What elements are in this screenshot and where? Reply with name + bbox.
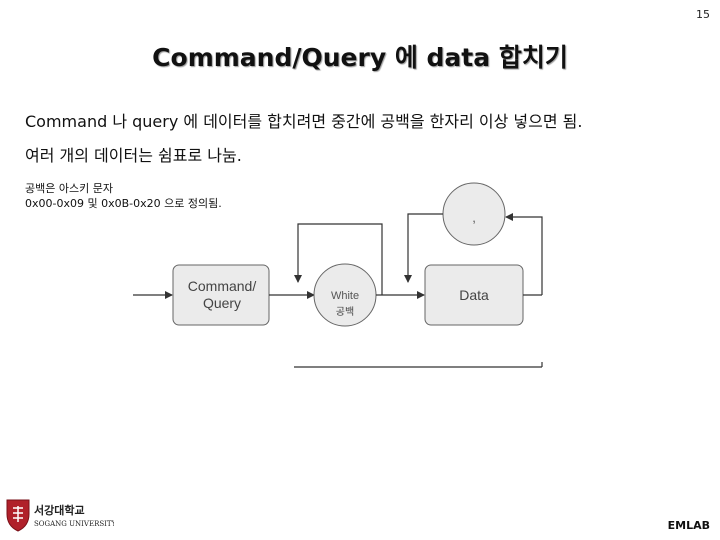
comma-return-arrow: [404, 213, 443, 283]
command-query-label-1: Command/: [188, 278, 257, 294]
whitespace-label-ko: 공백: [336, 306, 354, 318]
page-number: 15: [696, 8, 710, 21]
body-text-line-1: Command 나 query 에 데이터를 합치려면 중간에 공백을 한자리 …: [25, 112, 583, 131]
note-line-2: 0x00-0x09 및 0x0B-0x20 으로 정의됨.: [25, 197, 222, 210]
body-text-line-2: 여러 개의 데이터는 쉼표로 나눔.: [25, 146, 242, 165]
command-query-label-2: Query: [203, 295, 241, 311]
university-logo: 서강대학교 SOGANG UNIVERSITY: [6, 499, 114, 532]
whitespace-loop-arrow: [294, 223, 383, 295]
university-name-en: SOGANG UNIVERSITY: [34, 520, 114, 528]
whitespace-label-en: White: [331, 290, 359, 302]
comma-loop-arrow: [505, 213, 543, 295]
slide-title: Command/Query 에 data 합치기: [152, 43, 568, 72]
university-name-ko: 서강대학교: [34, 503, 85, 517]
comma-label: ,: [472, 210, 476, 225]
note-line-1: 공백은 아스키 문자: [25, 182, 113, 195]
footer-label: EMLAB: [667, 519, 710, 532]
data-label: Data: [459, 287, 489, 303]
